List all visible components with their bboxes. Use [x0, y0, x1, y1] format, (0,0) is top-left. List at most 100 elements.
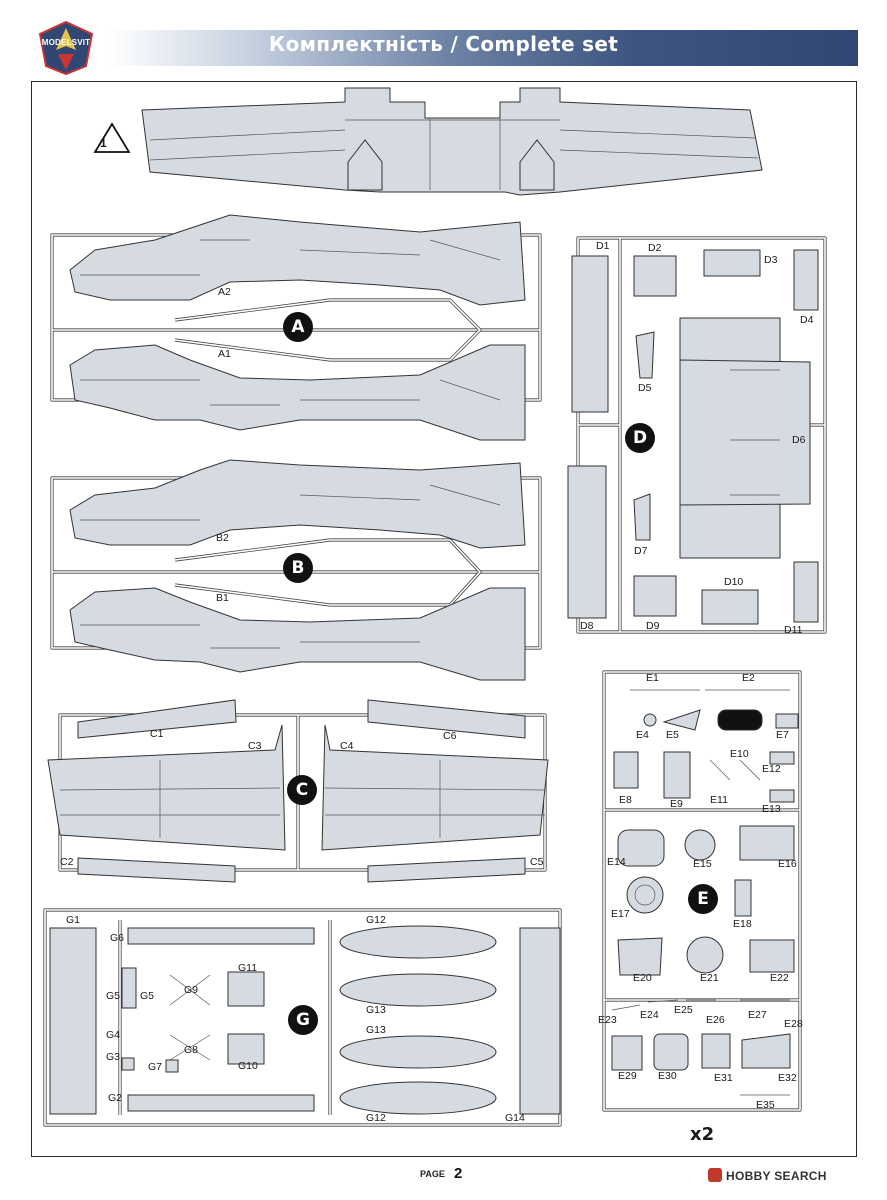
part-label: G14: [505, 1112, 525, 1124]
part-e7: [775, 713, 799, 729]
part-label: G12: [366, 914, 386, 926]
part-label: E10: [730, 748, 749, 760]
part-g14: [519, 927, 561, 1115]
part-e30: [653, 1033, 689, 1071]
part-label: E13: [762, 803, 781, 815]
wing-left-c3: [47, 724, 286, 851]
part-label: G7: [148, 1061, 163, 1073]
part-label: D3: [764, 254, 778, 266]
part-label: E16: [778, 858, 797, 870]
part-g10: [227, 1033, 265, 1065]
part-label: C5: [530, 856, 544, 868]
part-label: C4: [340, 740, 354, 752]
hobby-search-logo-icon: [708, 1168, 722, 1182]
part-label: G5: [140, 990, 155, 1002]
part-c1: [77, 699, 237, 739]
part-d10: [701, 589, 759, 625]
part-label: D6: [792, 434, 806, 446]
sprue-e: [602, 670, 802, 1112]
part-g2: [127, 1094, 315, 1112]
fuselage-a2: [69, 214, 526, 306]
drop-tank-g13-bottom: [339, 1035, 497, 1069]
part-d9: [633, 575, 677, 617]
part-label: E32: [778, 1072, 797, 1084]
part-d8: [567, 465, 607, 619]
part-d3: [703, 249, 761, 277]
part-label: E5: [666, 729, 679, 741]
step-number: 1: [100, 136, 107, 150]
part-label: E2: [742, 672, 755, 684]
sprue-g-badge: G: [288, 1005, 318, 1035]
part-e22: [749, 939, 795, 973]
sprue-g: [43, 908, 562, 1127]
part-e14: [617, 829, 665, 867]
part-label: G12: [366, 1112, 386, 1124]
part-label: G5: [106, 990, 121, 1002]
page-frame: [31, 81, 857, 1157]
part-label: E9: [670, 798, 683, 810]
part-label: E20: [633, 972, 652, 984]
part-label: E26: [706, 1014, 725, 1026]
part-label: E23: [598, 1014, 617, 1026]
part-label: E8: [619, 794, 632, 806]
part-d5: [635, 331, 655, 379]
part-label: G10: [238, 1060, 258, 1072]
part-e9: [663, 751, 691, 799]
part-label: C3: [248, 740, 262, 752]
part-e31: [701, 1033, 731, 1069]
part-label: E14: [607, 856, 626, 868]
part-label: E28: [784, 1018, 803, 1030]
part-label: G1: [66, 914, 81, 926]
part-label: E7: [776, 729, 789, 741]
part-label: D4: [800, 314, 814, 326]
part-e15: [684, 829, 716, 861]
part-g7: [165, 1059, 179, 1073]
part-d7: [633, 493, 651, 541]
part-d11: [793, 561, 819, 623]
part-d2: [633, 255, 677, 297]
part-e5: [662, 709, 701, 731]
sprue-c: [47, 699, 549, 883]
part-e13: [769, 789, 795, 803]
part-c2: [77, 857, 236, 883]
part-label: E6: [729, 698, 742, 710]
part-g5: [121, 967, 137, 1009]
part-label: E30: [658, 1070, 677, 1082]
part-label: E1: [646, 672, 659, 684]
part-label: C1: [150, 728, 164, 740]
part-d1: [571, 255, 609, 413]
part-label: E27: [748, 1009, 767, 1021]
drop-tank-g12-top: [339, 925, 497, 959]
part-label: E21: [700, 972, 719, 984]
part-label: D8: [580, 620, 594, 632]
part-g6: [127, 927, 315, 945]
sprue-c-badge: C: [287, 775, 317, 805]
part-label: G3: [106, 1051, 121, 1063]
part-label: E31: [714, 1072, 733, 1084]
part-e12: [769, 751, 795, 765]
part-e4: [643, 713, 657, 727]
sprue-b-badge: B: [283, 553, 313, 583]
part-label: D9: [646, 620, 660, 632]
sprue-d-badge: D: [625, 423, 655, 453]
fuselage-a1: [69, 344, 526, 441]
part-label: E12: [762, 763, 781, 775]
part-label: E22: [770, 972, 789, 984]
sprue-a-badge: A: [283, 312, 313, 342]
wing-upper-part: [141, 87, 763, 196]
sprue-b: [50, 459, 542, 681]
part-label: C6: [443, 730, 457, 742]
part-g1: [49, 927, 97, 1115]
part-g3: [121, 1057, 135, 1071]
part-label: B1: [216, 592, 229, 604]
part-label: E29: [618, 1070, 637, 1082]
part-label: D10: [724, 576, 744, 588]
fuselage-b1: [69, 587, 526, 681]
sprue-d: [567, 236, 827, 634]
step-triangle-icon: [93, 122, 131, 153]
part-label: G9: [184, 984, 199, 996]
part-label: D11: [784, 624, 803, 636]
part-e16: [739, 825, 795, 861]
page-number: 2: [454, 1165, 463, 1182]
